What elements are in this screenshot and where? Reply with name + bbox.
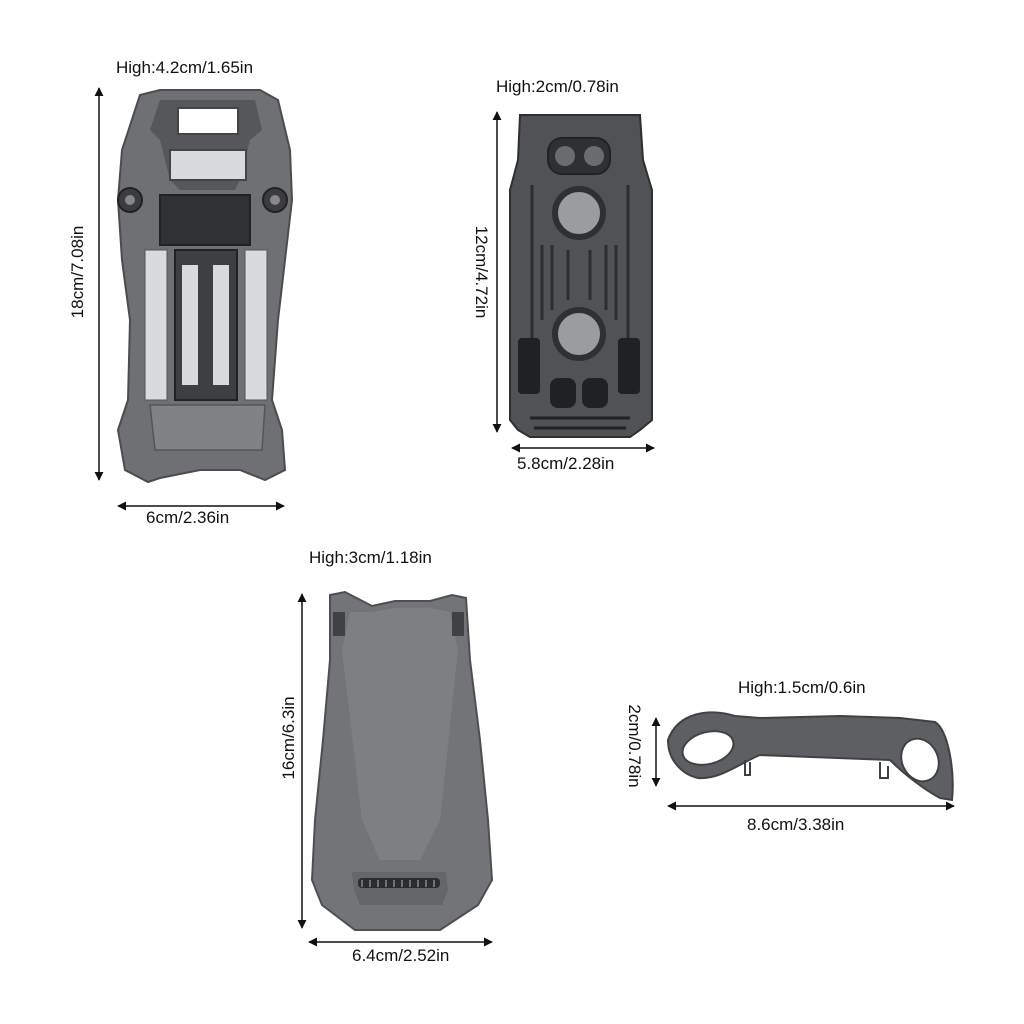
middle-frame-length-label: 18cm/7.08in <box>68 225 87 319</box>
middle-frame-image <box>116 89 294 484</box>
front-cover-width-label: 8.6cm/3.38in <box>747 815 845 834</box>
front-cover-image <box>666 711 954 802</box>
bottom-shell-width-label: 5.8cm/2.28in <box>517 454 615 473</box>
bottom-shell-height-label: High:2cm/0.78in <box>496 77 619 96</box>
top-shell-width-label: 6.4cm/2.52in <box>352 946 450 965</box>
bottom-shell-image <box>509 114 653 438</box>
top-shell-length-label: 16cm/6.3in <box>279 696 298 780</box>
bottom-shell-length-label: 12cm/4.72in <box>472 225 491 319</box>
top-shell-height-label: High:3cm/1.18in <box>309 548 432 567</box>
front-cover-length-label: 2cm/0.78in <box>625 704 644 788</box>
middle-frame-width-label: 6cm/2.36in <box>146 508 230 527</box>
top-shell-image <box>310 590 494 931</box>
middle-frame-height-label: High:4.2cm/1.65in <box>116 58 254 77</box>
front-cover-height-label: High:1.5cm/0.6in <box>738 678 866 697</box>
